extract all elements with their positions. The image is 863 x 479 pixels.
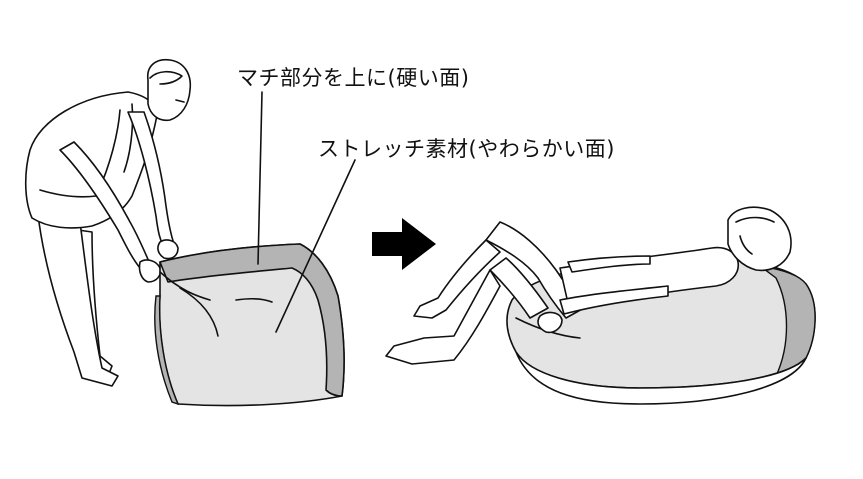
label-top-side-hard: マチ部分を上に(硬い面) — [237, 66, 470, 90]
leader-line-top — [257, 91, 263, 265]
standing-person — [24, 58, 192, 387]
upright-beanbag — [154, 243, 345, 407]
right-arrow-icon — [372, 218, 436, 270]
label-stretch-side-soft: ストレッチ素材(やわらかい面) — [318, 137, 615, 161]
leader-line-stretch — [275, 159, 356, 333]
lying-person — [385, 206, 792, 365]
